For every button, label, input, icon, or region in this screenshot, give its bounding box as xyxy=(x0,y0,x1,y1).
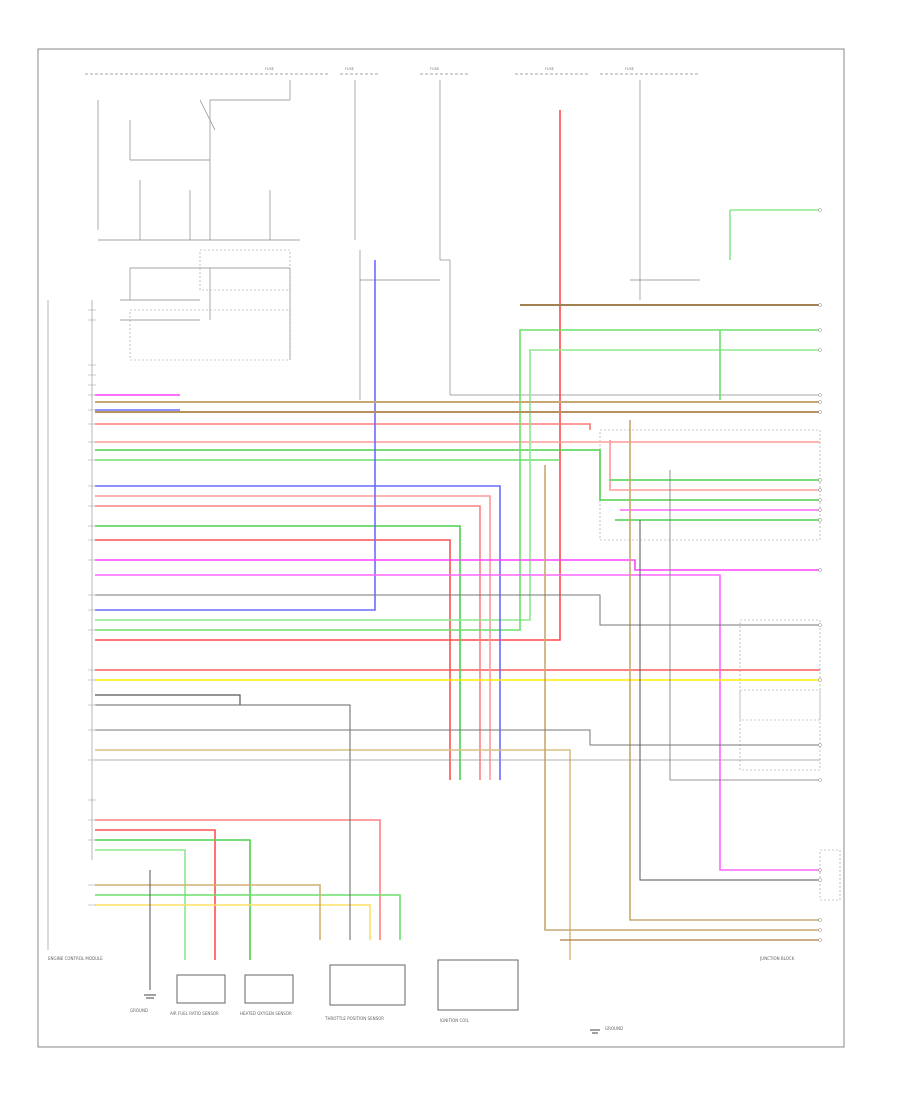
wire-gray-7 xyxy=(639,520,820,881)
label-ignition: IGNITION COIL xyxy=(440,1018,470,1023)
relay-switch-network xyxy=(97,80,820,400)
wire-blue-1 xyxy=(95,260,376,611)
wire-violet-3 xyxy=(95,574,820,871)
wire-pink-2 xyxy=(95,495,491,780)
wire-pink-3 xyxy=(95,505,481,780)
label-fuse5: FUSE xyxy=(625,67,634,71)
wire-blue-2 xyxy=(95,485,501,780)
wire-green-1 xyxy=(95,449,820,501)
wire-green-4 xyxy=(95,349,820,621)
wire-tan-4 xyxy=(95,749,571,960)
wire-gray-1 xyxy=(95,694,241,705)
label-ground-a: GROUND xyxy=(130,1008,148,1013)
label-heated-o2: HEATED OXYGEN SENSOR xyxy=(240,1011,292,1016)
wire-red-5 xyxy=(95,829,216,960)
label-junction-block: JUNCTION BLOCK xyxy=(759,956,795,961)
wire-gray-6 xyxy=(669,470,820,781)
wire-violet-2 xyxy=(95,559,820,571)
wire-tan-8 xyxy=(95,884,321,940)
ground-symbols xyxy=(144,994,600,1034)
label-ecm: ENGINE CONTROL MODULE xyxy=(48,956,103,961)
label-a-f-sensor: AIR FUEL RATIO SENSOR xyxy=(170,1011,219,1016)
label-fuse4: FUSE xyxy=(545,67,554,71)
throttle-box xyxy=(329,964,406,1006)
wire-tan-6 xyxy=(544,465,820,931)
wire-red-6 xyxy=(95,819,381,940)
wire-green-5 xyxy=(95,329,820,631)
wire-yellow-2 xyxy=(95,904,371,940)
wire-tan-5 xyxy=(629,420,820,921)
label-ground-b: GROUND xyxy=(605,1026,623,1031)
wire-green-7 xyxy=(95,849,186,960)
diagram-border xyxy=(37,48,845,1048)
wire-green-3 xyxy=(95,525,461,780)
wire-red-2 xyxy=(95,423,591,430)
wire-gray-4 xyxy=(95,729,820,746)
wire-green-8 xyxy=(95,894,401,940)
label-fuse1: FUSE xyxy=(265,67,274,71)
wire-pink-4 xyxy=(609,440,820,491)
ecm-pin-markers xyxy=(88,309,96,906)
wire-harness xyxy=(95,110,820,990)
label-fuse3: FUSE xyxy=(430,67,439,71)
wire-red-4 xyxy=(95,539,451,780)
wire-gray-2 xyxy=(95,704,351,940)
label-throttle: THROTTLE POSITION SENSOR xyxy=(324,1016,384,1021)
heated-o2-box xyxy=(244,974,294,1004)
ignition-box xyxy=(437,959,519,1011)
label-fuse2: FUSE xyxy=(345,67,354,71)
bottom-components xyxy=(176,959,519,1011)
wire-red-main xyxy=(95,110,561,641)
a-f-sensor-box xyxy=(176,974,226,1004)
wire-green-6 xyxy=(95,839,251,960)
right-terminals xyxy=(818,208,822,942)
wire-gray-3 xyxy=(95,594,820,626)
